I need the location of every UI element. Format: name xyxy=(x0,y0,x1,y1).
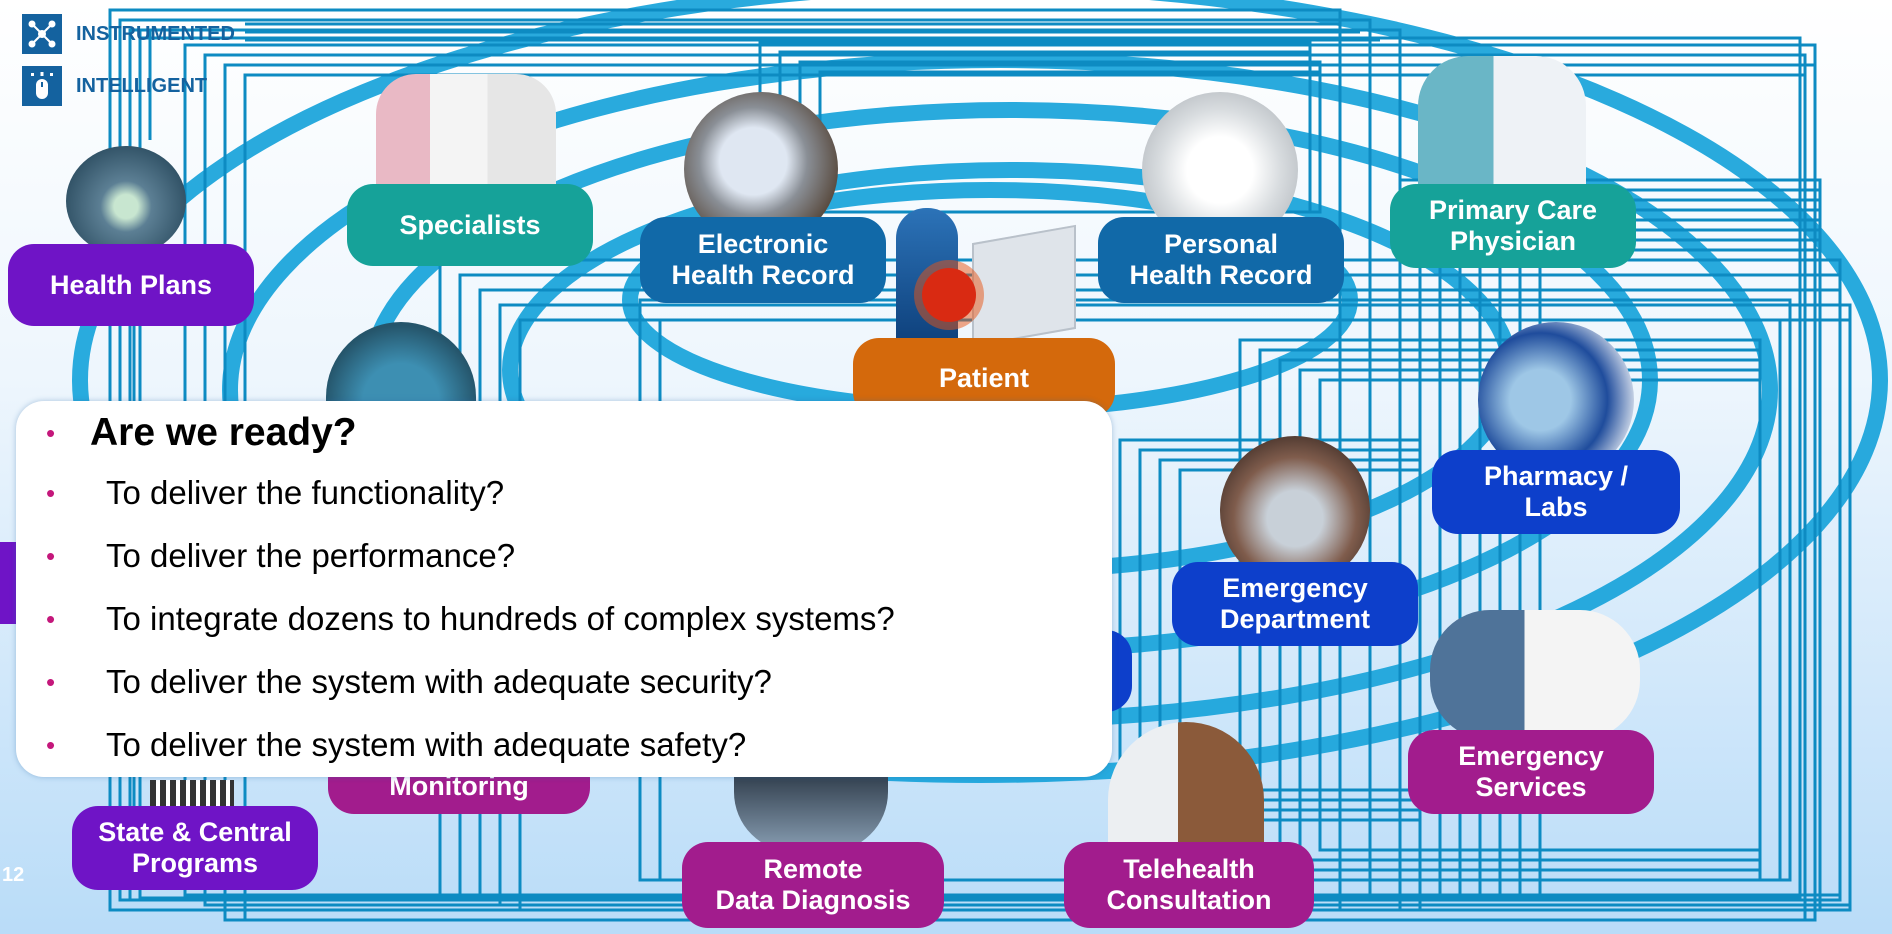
node-primary-care-physician[interactable]: Primary Care Physician xyxy=(1390,184,1636,268)
node-pharmacy-labs[interactable]: Pharmacy / Labs xyxy=(1432,450,1680,534)
specialists-photo xyxy=(376,74,556,184)
brand-intelligent-label: INTELLIGENT xyxy=(76,74,208,97)
node-health-plans[interactable]: Health Plans xyxy=(8,244,254,326)
ambulance-photo xyxy=(1430,610,1640,740)
callout-item-text: To deliver the functionality? xyxy=(106,474,505,511)
sun-icon xyxy=(922,268,976,322)
node-electronic-health-record[interactable]: Electronic Health Record xyxy=(640,217,886,303)
telehealth-photo xyxy=(1108,722,1264,842)
bullet-dot: • xyxy=(46,477,56,508)
bullet-dot: • xyxy=(46,417,56,448)
node-emergency-department[interactable]: Emergency Department xyxy=(1172,562,1418,646)
callout-item-text: To deliver the system with adequate safe… xyxy=(106,726,747,763)
page-number: 12 xyxy=(2,864,25,886)
bullet-dot: • xyxy=(46,540,56,571)
node-emergency-services[interactable]: Emergency Services xyxy=(1408,730,1654,814)
node-personal-health-record[interactable]: Personal Health Record xyxy=(1098,217,1344,303)
node-telehealth-consultation[interactable]: Telehealth Consultation xyxy=(1064,842,1314,928)
patient-figure xyxy=(886,208,1076,348)
bullet-dot: • xyxy=(46,666,56,697)
node-remote-data-diagnosis[interactable]: Remote Data Diagnosis xyxy=(682,842,944,928)
bullet-dot: • xyxy=(46,603,56,634)
callout-item: • To deliver the system with adequate se… xyxy=(30,663,772,701)
brand-instrumented-label: INSTRUMENTED xyxy=(76,22,235,45)
callout-heading: Are we ready? xyxy=(90,411,357,454)
readiness-callout: • Are we ready? • To deliver the functio… xyxy=(16,401,1112,777)
callout-item-text: To integrate dozens to hundreds of compl… xyxy=(106,600,895,637)
emergency-room-photo xyxy=(1220,436,1370,586)
callout-item-text: To deliver the system with adequate secu… xyxy=(106,663,772,700)
bullet-dot: • xyxy=(46,729,56,760)
callout-item: • To deliver the system with adequate sa… xyxy=(30,726,746,764)
state-programs-photo xyxy=(150,780,234,808)
health-plans-photo xyxy=(66,146,186,256)
mouse-icon xyxy=(22,66,62,106)
callout-item: • To deliver the performance? xyxy=(30,537,515,575)
callout-item: • To integrate dozens to hundreds of com… xyxy=(30,600,895,638)
brand-intelligent: INTELLIGENT xyxy=(22,66,207,106)
brand-instrumented: INSTRUMENTED xyxy=(22,14,235,54)
node-state-central-programs[interactable]: State & Central Programs xyxy=(72,806,318,890)
callout-item-text: To deliver the performance? xyxy=(106,537,516,574)
callout-item: • To deliver the functionality? xyxy=(30,474,504,512)
node-partial-left xyxy=(0,542,18,624)
primary-care-photo xyxy=(1418,56,1586,186)
remote-data-photo xyxy=(734,772,888,852)
callout-heading-row: • Are we ready? xyxy=(30,411,357,455)
network-icon xyxy=(22,14,62,54)
node-specialists[interactable]: Specialists xyxy=(347,184,593,266)
